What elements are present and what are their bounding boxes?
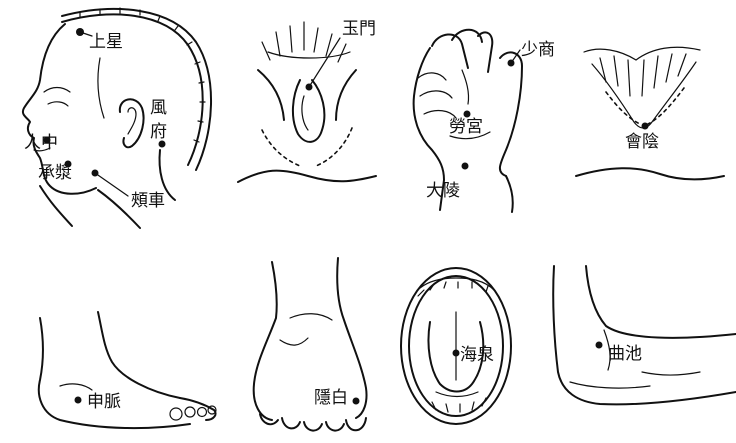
pelvic-female-figure <box>238 22 376 182</box>
label-shangxing: 上星 <box>89 32 123 52</box>
mouth-tongue-figure <box>401 268 511 424</box>
label-huiyin: 會陰 <box>625 132 659 152</box>
label-shenmai: 申脈 <box>87 392 121 412</box>
label-jiache: 頰車 <box>131 191 165 211</box>
label-haiquan: 海泉 <box>460 345 494 365</box>
label-shaoshang: 少商 <box>521 40 555 60</box>
label-renzhong: 人中 <box>24 133 58 153</box>
elbow-figure <box>553 266 736 404</box>
label-yinbai: 隱白 <box>314 388 348 408</box>
label-laogong: 勞宮 <box>449 117 483 137</box>
label-quchi: 曲池 <box>608 344 642 364</box>
label-fengfu-2: 府 <box>150 122 167 142</box>
label-fengfu-1: 風 <box>150 98 167 118</box>
foot-top-figure <box>254 258 367 431</box>
label-chengjiang: 承漿 <box>38 163 72 183</box>
perineum-figure <box>576 47 724 179</box>
label-yumen: 玉門 <box>342 19 376 39</box>
label-daling: 大陵 <box>426 181 460 201</box>
foot-lateral-figure <box>39 312 216 428</box>
